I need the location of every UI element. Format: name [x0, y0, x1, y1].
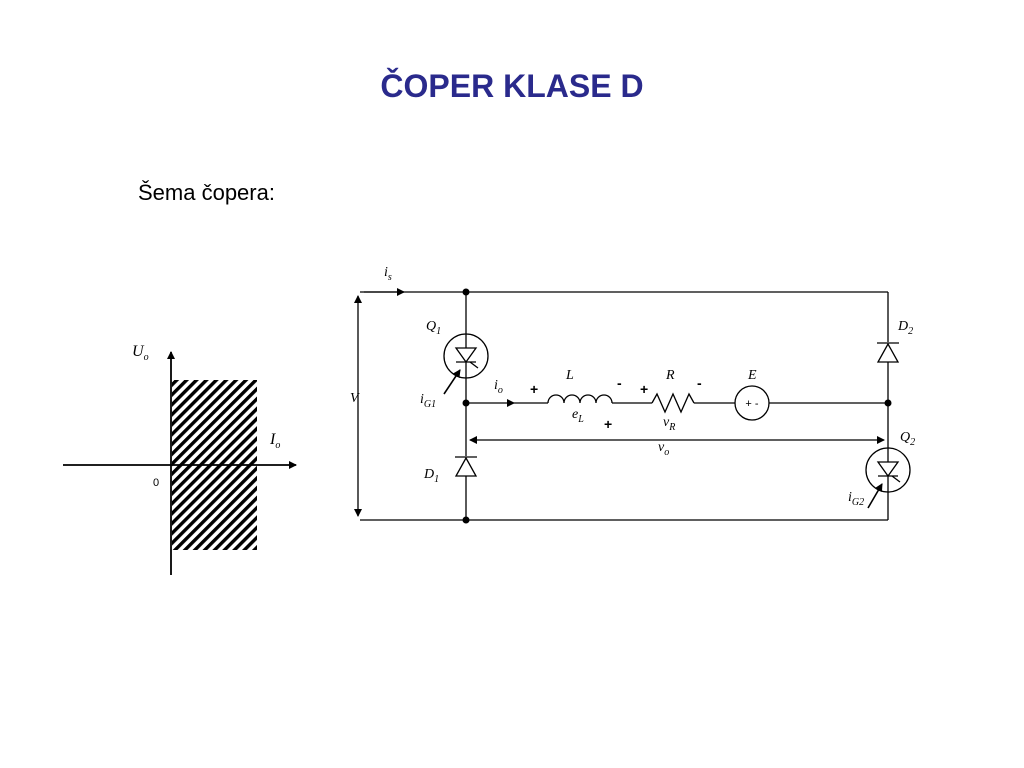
q2-label: Q2: [900, 430, 915, 448]
inductor-label: L: [565, 368, 574, 383]
v-label: V: [350, 391, 360, 406]
vr-plus-sign: +: [640, 381, 648, 397]
ig2-label: iG2: [848, 490, 864, 508]
slide-title: ČOPER KLASE D: [380, 68, 644, 104]
y-axis-label: Uo: [132, 343, 149, 363]
d2-label: D2: [897, 319, 913, 337]
chopper-circuit: is V Q1 iG1: [350, 265, 915, 524]
bottom-plus-sign: +: [604, 416, 612, 432]
resistor-symbol: [651, 392, 695, 414]
el-label: eL: [572, 407, 584, 425]
inductor-symbol: [547, 394, 613, 404]
junction-dot: [462, 288, 470, 296]
source-e-label: E: [747, 368, 757, 383]
vr-minus-sign: -: [697, 375, 702, 391]
resistor-label: R: [665, 368, 675, 383]
junction-dot: [462, 516, 470, 524]
x-axis-label: Io: [269, 431, 280, 451]
vr-label: vR: [663, 415, 675, 433]
d1-label: D1: [423, 467, 439, 485]
d2-diode-symbol: [876, 342, 900, 363]
source-e-polarity: + -: [745, 398, 758, 410]
is-label: is: [384, 265, 392, 283]
el-minus-sign: -: [617, 375, 622, 391]
q2-switch-symbol: [865, 446, 911, 509]
d1-diode-symbol: [454, 456, 478, 477]
quadrant-diagram: Uo Io 0: [63, 343, 297, 575]
io-label: io: [494, 378, 503, 396]
vo-label: vo: [658, 440, 669, 458]
q1-switch-symbol: [443, 332, 489, 395]
slide-subtitle: Šema čopera:: [138, 180, 275, 205]
origin-label: 0: [153, 477, 159, 489]
el-plus-sign: +: [530, 381, 538, 397]
q1-label: Q1: [426, 319, 441, 337]
ig1-label: iG1: [420, 392, 436, 410]
